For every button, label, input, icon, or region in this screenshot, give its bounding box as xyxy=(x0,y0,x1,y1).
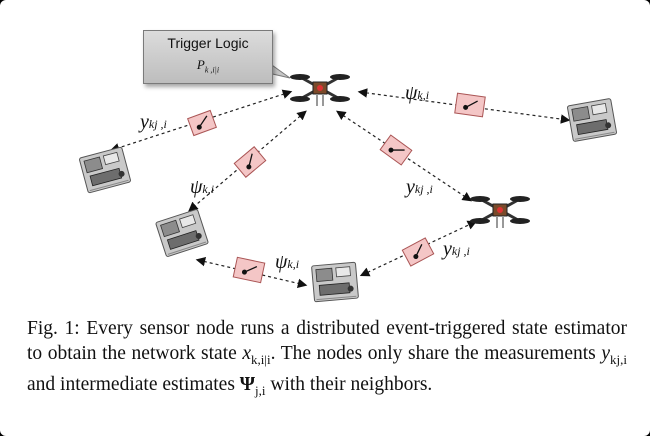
caption-mid: . The nodes only share the measurements xyxy=(270,343,602,364)
figure-caption: Fig. 1: Every sensor node runs a distrib… xyxy=(27,316,627,403)
network-links xyxy=(109,88,571,289)
label-psi-left: ψk,i xyxy=(190,176,214,199)
board-right-icon xyxy=(566,97,618,143)
label-y-right-main: y xyxy=(443,238,452,260)
switch-bottom-right xyxy=(401,237,435,267)
caption-prefix: Fig. 1: Every sensor node runs a distrib… xyxy=(27,318,627,364)
switch-mid-right xyxy=(379,134,413,166)
caption-x-symbol: x xyxy=(242,343,252,364)
link-drone-left-board xyxy=(109,89,293,153)
label-y-left-main: y xyxy=(140,111,149,133)
label-psi-bottom: ψk,i xyxy=(275,251,299,274)
label-y-right: ykj ,i xyxy=(443,238,470,261)
board-midleft-icon xyxy=(155,208,209,258)
label-psi-left-sub: k,i xyxy=(202,182,215,196)
label-y-left: ykj ,i xyxy=(140,111,167,134)
label-y-left-sub: kj ,i xyxy=(148,117,167,131)
label-psi-top: ψk,i xyxy=(405,82,429,105)
switch-top-right xyxy=(454,92,486,118)
drone-main-icon xyxy=(288,72,352,108)
caption-mid2: and intermediate estimates xyxy=(27,373,240,395)
trigger-logic-symbol: Pk ,i|i xyxy=(144,57,272,75)
switch-boxes xyxy=(187,92,486,284)
board-bottom-icon xyxy=(311,261,359,303)
caption-y-symbol: y xyxy=(601,343,611,364)
trigger-logic-box: Trigger Logic Pk ,i|i xyxy=(143,30,273,84)
switch-mid-left xyxy=(233,146,267,178)
label-psi-top-main: ψ xyxy=(405,82,418,104)
label-psi-left-main: ψ xyxy=(190,176,203,198)
caption-psi-sub: j,i xyxy=(255,382,266,398)
caption-y-sub: kj,i xyxy=(610,351,627,367)
label-y-mid-main: y xyxy=(406,176,415,198)
trigger-logic-title: Trigger Logic xyxy=(167,35,249,51)
caption-suffix: with their neighbors. xyxy=(265,373,433,395)
label-psi-top-sub: k,i xyxy=(417,88,430,102)
label-psi-bottom-main: ψ xyxy=(275,251,288,273)
link-drone-midleft-board xyxy=(188,110,307,212)
drone-secondary-icon xyxy=(468,194,532,230)
trigger-symbol: P xyxy=(196,57,205,72)
switch-left xyxy=(187,109,217,137)
label-psi-bottom-sub: k,i xyxy=(287,257,300,271)
caption-x-sub: k,i|i xyxy=(251,351,271,367)
label-y-mid-sub: kj ,i xyxy=(414,182,433,196)
switch-bottom-left xyxy=(232,256,266,284)
caption-psi-symbol: Ψ xyxy=(239,373,256,395)
label-y-mid: ykj ,i xyxy=(406,176,433,199)
network-figure xyxy=(78,57,618,303)
label-y-right-sub: kj ,i xyxy=(451,244,470,258)
board-left-icon xyxy=(78,146,132,194)
trigger-symbol-sub: k ,i|i xyxy=(204,65,220,75)
